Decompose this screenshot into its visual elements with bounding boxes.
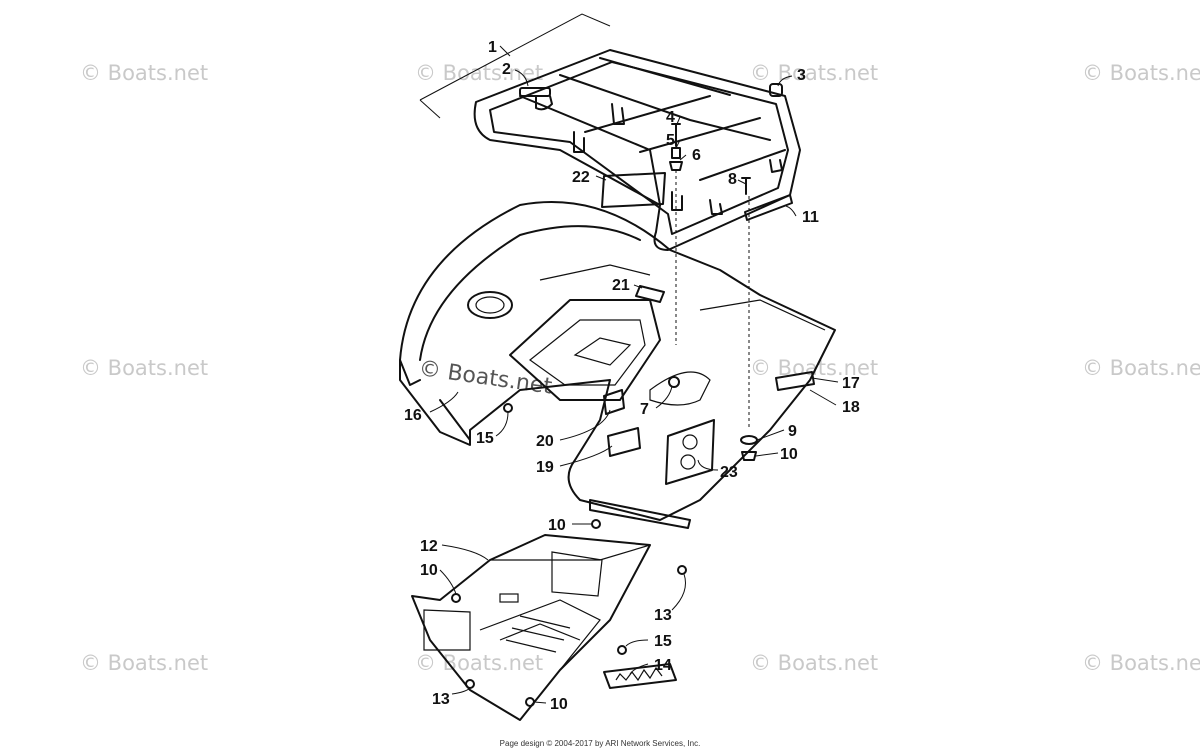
callout-17: 17 xyxy=(842,375,860,392)
nut-10c xyxy=(525,697,535,707)
callout-8: 8 xyxy=(728,171,737,188)
callout-13: 13 xyxy=(432,691,450,708)
callout-12: 12 xyxy=(420,538,438,555)
callout-10: 10 xyxy=(780,446,798,463)
nut-10 xyxy=(591,519,601,529)
callout-7: 7 xyxy=(640,401,649,418)
screw-13 xyxy=(677,565,687,575)
callout-23: 23 xyxy=(720,464,738,481)
callout-11: 11 xyxy=(802,209,819,226)
decal-19 xyxy=(607,427,641,457)
watermark: © Boats.net xyxy=(80,356,208,380)
callout-1: 1 xyxy=(488,39,497,56)
page-footer: Page design © 2004-2017 by ARI Network S… xyxy=(499,739,701,748)
callout-13: 13 xyxy=(654,607,672,624)
callout-2: 2 xyxy=(502,61,511,78)
callout-20: 20 xyxy=(536,433,554,450)
bolt xyxy=(671,123,681,147)
watermark-layer: © Boats.net © Boats.net © Boats.net © Bo… xyxy=(80,61,1200,675)
callout-19: 19 xyxy=(536,459,554,476)
callout-3: 3 xyxy=(797,67,806,84)
watermark: © Boats.net xyxy=(750,651,878,675)
callout-15: 15 xyxy=(476,430,494,447)
fender-cap xyxy=(649,371,711,406)
callout-15: 15 xyxy=(654,633,672,650)
screw-15 xyxy=(503,403,513,413)
screw-13b xyxy=(465,679,475,689)
watermark: © Boats.net xyxy=(1082,651,1200,675)
callout-10: 10 xyxy=(420,562,438,579)
callout-5: 5 xyxy=(666,132,675,149)
foot-pad xyxy=(603,663,677,689)
callout-10: 10 xyxy=(548,517,566,534)
callout-18: 18 xyxy=(842,399,860,416)
footwell xyxy=(411,534,687,721)
tail-light xyxy=(665,419,715,485)
callout-labels: 1 2 3 4 5 6 22 8 11 21 7 17 18 16 15 20 … xyxy=(404,39,860,713)
nut xyxy=(669,161,683,171)
decal-17 xyxy=(775,371,815,391)
fender-strip xyxy=(589,499,691,529)
nut-10b xyxy=(451,593,461,603)
clip-20 xyxy=(603,389,625,415)
bolt xyxy=(741,177,751,195)
watermark: © Boats.net xyxy=(415,651,543,675)
callout-14: 14 xyxy=(654,657,672,674)
callout-9: 9 xyxy=(788,423,797,440)
washer xyxy=(740,435,758,445)
callout-22: 22 xyxy=(572,169,590,186)
nut-7 xyxy=(668,376,680,388)
spacer xyxy=(671,147,681,159)
footwell-tab xyxy=(499,593,519,603)
callout-6: 6 xyxy=(692,147,701,164)
storage-well xyxy=(509,299,661,401)
watermark: © Boats.net xyxy=(80,61,208,85)
screw-15b xyxy=(617,645,627,655)
leader-lines xyxy=(429,45,839,704)
rear-fender xyxy=(399,201,836,529)
callout-21: 21 xyxy=(612,277,630,294)
decal-21 xyxy=(635,285,665,303)
decal-22 xyxy=(601,172,666,208)
watermark: © Boats.net xyxy=(1082,61,1200,85)
watermark: © Boats.net xyxy=(750,356,878,380)
watermark: © Boats.net xyxy=(80,651,208,675)
rear-rack xyxy=(419,13,801,251)
watermark: © Boats.net xyxy=(750,61,878,85)
cap xyxy=(769,83,783,97)
watermark: © Boats.net xyxy=(415,61,543,85)
fender-hole xyxy=(467,291,513,319)
callout-10: 10 xyxy=(550,696,568,713)
watermark: © Boats.net xyxy=(1082,356,1200,380)
callout-16: 16 xyxy=(404,407,422,424)
callout-4: 4 xyxy=(666,109,675,126)
